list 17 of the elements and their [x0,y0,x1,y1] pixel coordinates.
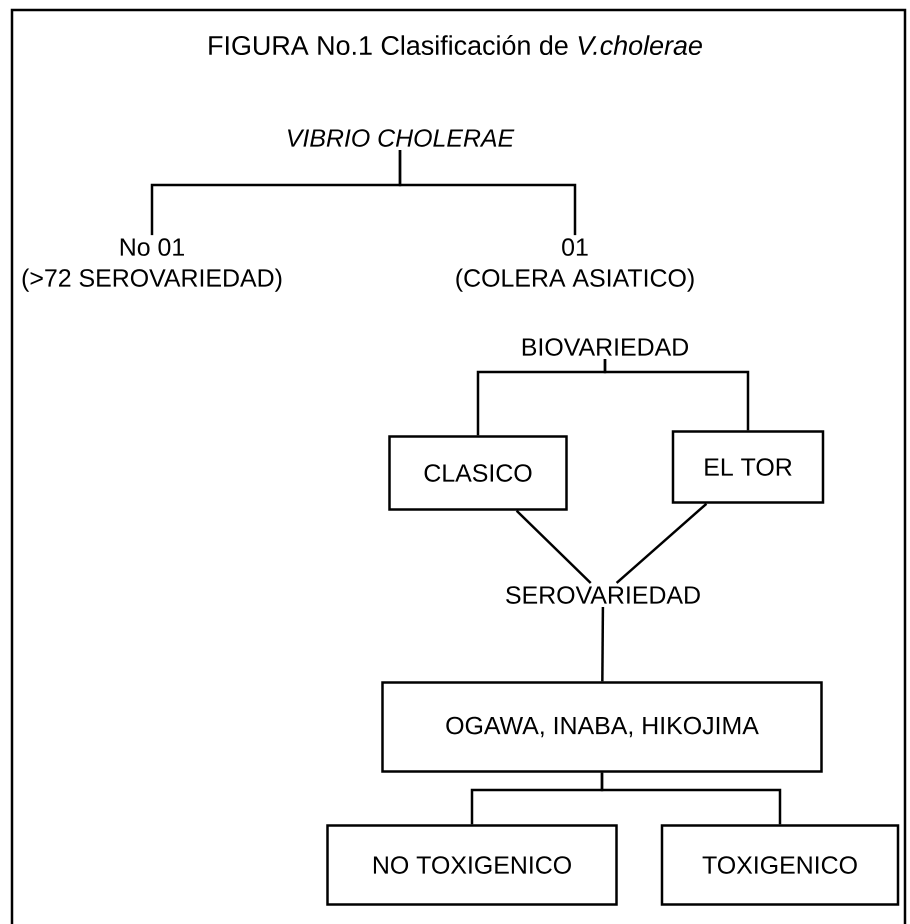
figure-title: FIGURA No.1 Clasificación de V.cholerae [209,34,702,56]
branch-label: No 01 (>72 SEROVARIEDAD) [22,238,282,292]
category-box: OGAWA, INABA, HIKOJIMA [381,681,823,773]
connector-line [604,359,750,430]
connector-line [398,150,576,236]
branch-label: 01 (COLERA ASIATICO) [456,238,694,292]
branch-label: SEROVARIEDAD [506,586,700,604]
category-box: CLASICO [388,435,568,511]
connector-line [616,502,708,584]
category-box: EL TOR [672,430,824,504]
branch-label: VIBRIO CHOLERAE [288,129,514,147]
branch-label: BIOVARIEDAD [522,338,688,356]
connector-line [601,607,604,682]
connector-line [600,772,782,824]
category-box: NO TOXIGENICO [326,824,618,906]
category-box: TOXIGENICO [660,824,900,906]
connector-line [516,510,592,584]
